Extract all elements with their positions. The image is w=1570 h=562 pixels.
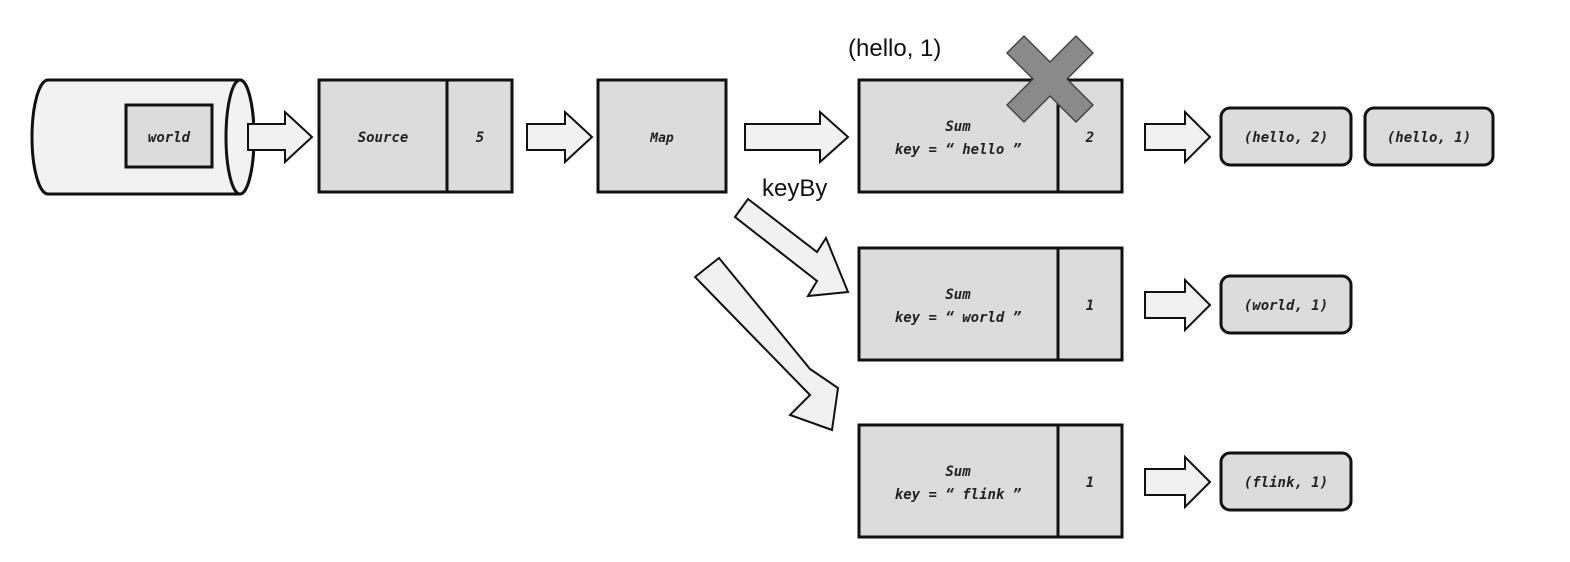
sum-flink-box: [857, 423, 1124, 539]
source-box: [317, 78, 514, 194]
svg-text:(hello, 1): (hello, 1): [1387, 130, 1471, 146]
output-record: (flink, 1): [1219, 451, 1353, 512]
output-record: (world, 1): [1219, 274, 1353, 335]
arrow-sum-flink-to-output: [1144, 454, 1212, 510]
keyby-label: keyBy: [762, 175, 827, 202]
queue-record-label: world: [148, 130, 191, 146]
arrow-map-to-sum-flink: [693, 256, 840, 432]
svg-text:(world, 1): (world, 1): [1244, 298, 1328, 314]
source-state: 5: [476, 130, 484, 146]
sum-flink-key: key = “ flink ”: [895, 487, 1022, 503]
queue-record: [124, 103, 214, 169]
arrow-sum-world-to-output: [1144, 277, 1212, 333]
sum-operator-world: Sum key = “ world ” 1: [857, 246, 1124, 362]
failure-x-icon: [1006, 35, 1094, 123]
arrow-queue-to-source: [247, 109, 314, 165]
map-box: [596, 78, 728, 194]
output-record: (hello, 1): [1363, 106, 1495, 167]
output-record: (hello, 2): [1219, 106, 1353, 167]
sum-operator-flink: Sum key = “ flink ” 1: [857, 423, 1124, 539]
arrow-map-to-sum-world: [733, 197, 850, 298]
source-label: Source: [358, 130, 409, 146]
source-queue: world: [30, 78, 256, 196]
sum-world-state: 1: [1086, 298, 1094, 314]
dropped-record-label: (hello, 1): [848, 35, 941, 62]
sum-world-box: [857, 246, 1124, 362]
sum-world-title: Sum: [945, 287, 971, 303]
sum-hello-state: 2: [1085, 130, 1094, 146]
svg-text:(hello, 2): (hello, 2): [1244, 130, 1328, 146]
arrow-source-to-map: [526, 109, 594, 165]
sum-world-key: key = “ world ”: [895, 310, 1022, 326]
svg-text:(flink, 1): (flink, 1): [1244, 475, 1328, 491]
sum-hello-key: key = “ hello ”: [895, 142, 1022, 158]
map-label: Map: [649, 131, 674, 146]
sum-flink-title: Sum: [945, 464, 971, 480]
sum-hello-title: Sum: [945, 119, 971, 135]
arrow-map-to-sum-hello: [744, 109, 850, 165]
arrow-sum-hello-to-output: [1144, 109, 1212, 165]
source-operator: Source 5: [317, 78, 514, 194]
sum-flink-state: 1: [1086, 475, 1094, 491]
map-operator: Map: [596, 78, 728, 194]
